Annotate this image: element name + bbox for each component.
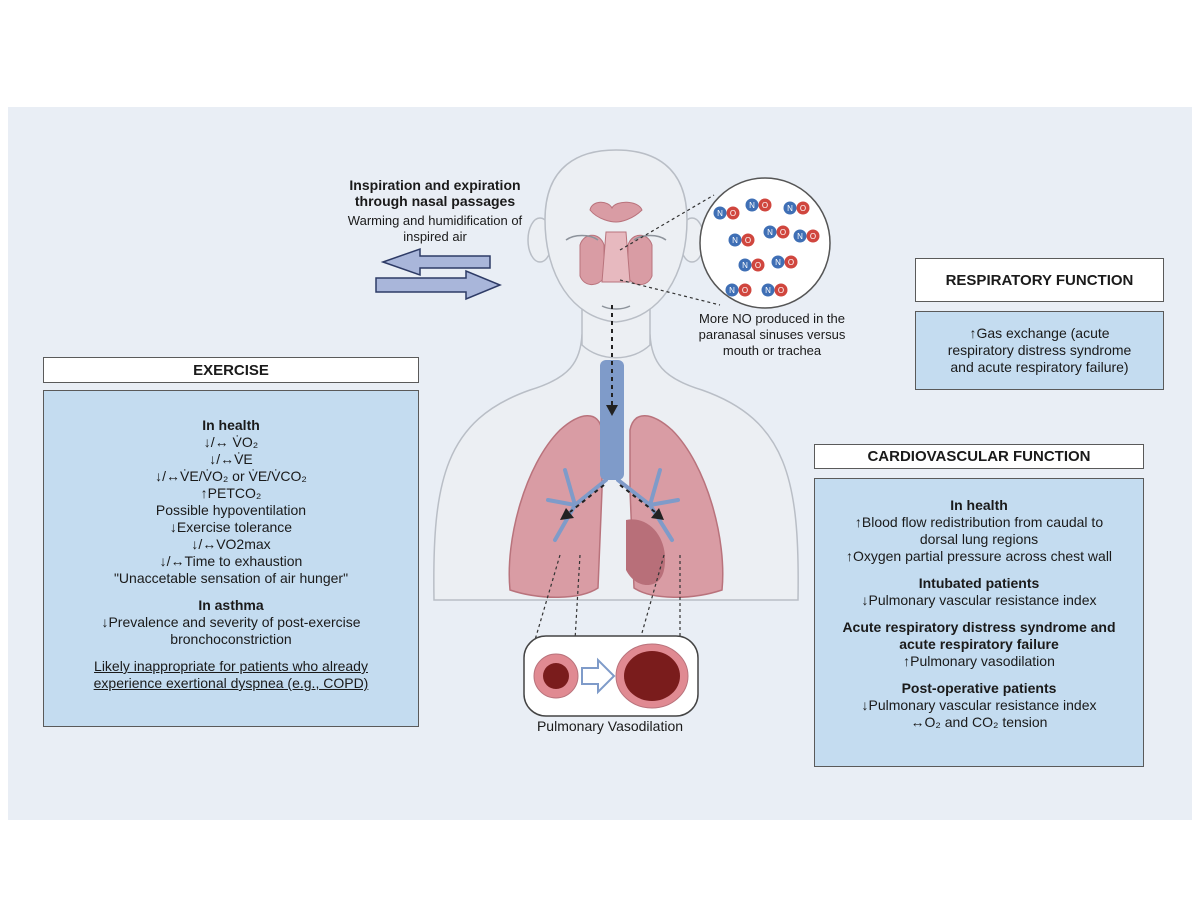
exercise-health-list: ↓/↔ V̇O₂↓/↔V̇E↓/↔V̇E/V̇O₂ or V̇E/V̇CO₂↑P… — [44, 434, 418, 587]
frontal-sinus — [589, 201, 643, 223]
svg-text:N: N — [775, 258, 781, 267]
svg-text:O: O — [745, 236, 751, 245]
svg-text:O: O — [788, 258, 794, 267]
svg-text:N: N — [749, 201, 755, 210]
svg-text:N: N — [787, 204, 793, 213]
exercise-health-item: ↓/↔Time to exhaustion — [159, 553, 303, 569]
maxillary-sinus-left — [579, 234, 605, 285]
maxillary-sinus-right — [627, 234, 653, 285]
svg-text:N: N — [732, 236, 738, 245]
svg-text:O: O — [742, 286, 748, 295]
svg-text:O: O — [755, 261, 761, 270]
exercise-header: EXERCISE — [43, 357, 419, 383]
svg-text:N: N — [742, 261, 748, 270]
right-eye — [633, 234, 667, 241]
exercise-health-item: ↓/↔VO2max — [191, 536, 271, 552]
svg-text:O: O — [730, 209, 736, 218]
svg-text:N: N — [797, 232, 803, 241]
airflow-arrowhead-right — [651, 508, 664, 520]
bronchial-tree — [546, 468, 680, 542]
left-lung — [508, 415, 603, 598]
exercise-health-item: ↓/↔V̇E/V̇O₂ or V̇E/V̇CO₂ — [155, 468, 307, 484]
mouth — [601, 305, 631, 310]
airflow-arrowhead-down — [606, 405, 618, 416]
exercise-health-item: ↓/↔ V̇O₂ — [203, 434, 259, 450]
exercise-box: In health ↓/↔ V̇O₂↓/↔V̇E↓/↔V̇E/V̇O₂ or V… — [43, 390, 419, 727]
exercise-health-item: ↑PETCO₂ — [200, 485, 262, 501]
nasal-cavity — [601, 231, 631, 283]
nasal-title: Inspiration and expiration through nasal… — [347, 177, 523, 244]
svg-text:O: O — [810, 232, 816, 241]
trachea — [600, 360, 624, 480]
expiration-arrow — [380, 247, 491, 277]
svg-text:N: N — [729, 286, 735, 295]
cardiovascular-header: CARDIOVASCULAR FUNCTION — [814, 444, 1144, 469]
respiratory-box: ↑Gas exchange (acute respiratory distres… — [915, 311, 1164, 390]
heart — [626, 519, 666, 585]
airflow-arrows — [569, 305, 656, 513]
vasodilation-label: Pulmonary Vasodilation — [536, 718, 684, 734]
exercise-health-item: "Unaccetable sensation of air hunger" — [113, 570, 349, 586]
svg-text:N: N — [717, 209, 723, 218]
exercise-health-item: ↓/↔V̇E — [209, 451, 253, 467]
inspiration-arrow — [375, 269, 502, 301]
no-note: More NO produced in the paranasal sinuse… — [698, 311, 846, 358]
left-eye — [565, 234, 599, 241]
respiratory-header: RESPIRATORY FUNCTION — [915, 258, 1164, 302]
exercise-health-item: ↓Exercise tolerance — [169, 519, 293, 535]
cardiovascular-box: In health ↑Blood flow redistribution fro… — [814, 478, 1144, 767]
svg-text:O: O — [780, 228, 786, 237]
svg-text:N: N — [767, 228, 773, 237]
svg-text:O: O — [762, 201, 768, 210]
svg-text:O: O — [778, 286, 784, 295]
dilation-arrow — [581, 657, 616, 695]
exercise-health-item: Possible hypoventilation — [155, 502, 307, 518]
airflow-arrowhead-left — [560, 508, 574, 520]
svg-text:N: N — [765, 286, 771, 295]
svg-text:O: O — [800, 204, 806, 213]
